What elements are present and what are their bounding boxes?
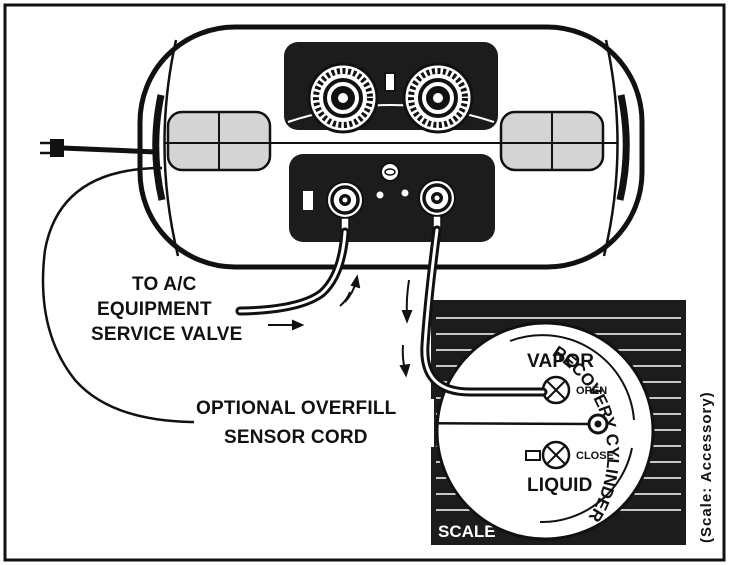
power-switch-icon: [380, 162, 400, 182]
sensor-port-icon: [587, 413, 609, 435]
flow-arrows: [268, 274, 413, 378]
open-label: OPEN: [576, 385, 607, 397]
outlet-port-icon: [418, 179, 456, 217]
inlet-port-icon: [326, 181, 364, 219]
sensor-cord: [41, 166, 591, 426]
scale-label: SCALE: [438, 522, 496, 541]
right-gauge-knob-icon: [404, 64, 472, 132]
machine-body: [137, 24, 645, 270]
left-handle: [166, 110, 272, 172]
gauge-window-icon: [384, 72, 396, 92]
to-ac-label-line1: TO A/C: [132, 274, 197, 295]
to-ac-label-line3: SERVICE VALVE: [91, 324, 242, 345]
scale-accessory-note: (Scale: Accessory): [698, 391, 715, 543]
to-ac-label-line2: EQUIPMENT: [97, 299, 212, 320]
liquid-label: LIQUID: [527, 475, 593, 496]
gauge-panel: [284, 42, 498, 132]
port-panel: [289, 154, 495, 242]
left-gauge-knob-icon: [309, 64, 377, 132]
sensor-label-line2: SENSOR CORD: [224, 427, 368, 448]
frame-border: [3, 3, 726, 562]
plug-icon: [50, 139, 64, 157]
right-handle: [499, 110, 605, 172]
vapor-valve-icon: [541, 375, 571, 405]
sensor-label-line1: OPTIONAL OVERFILL: [196, 398, 397, 419]
power-cord: [40, 139, 157, 157]
liquid-valve-icon: [525, 440, 571, 470]
recovery-cylinder: RECOVERY CYLINDER VAPOR OPEN CLOSE LIQUI…: [435, 321, 655, 541]
close-label: CLOSE: [576, 450, 614, 462]
recovery-machine: [137, 24, 645, 270]
hoses: [235, 225, 548, 397]
vapor-label: VAPOR: [527, 351, 594, 372]
port-indicator-icon: [303, 191, 313, 210]
